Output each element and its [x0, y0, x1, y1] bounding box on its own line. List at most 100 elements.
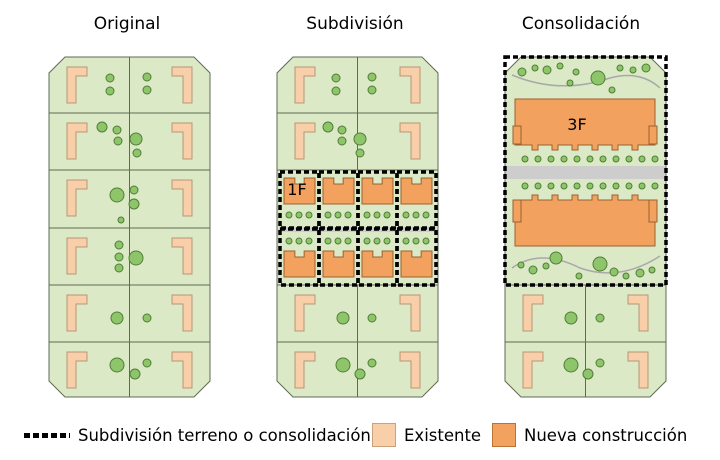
tree [336, 311, 350, 325]
new-building-wing [512, 199, 522, 223]
tree [335, 357, 351, 373]
tree [573, 182, 581, 190]
tree [334, 211, 342, 219]
tree [324, 237, 332, 245]
existing-house [171, 179, 193, 217]
tree [363, 211, 371, 219]
tree [531, 64, 539, 72]
tree [322, 121, 334, 133]
tree [109, 187, 125, 203]
tree [586, 182, 594, 190]
tree [295, 211, 303, 219]
tree [128, 250, 144, 266]
title-original: Original [93, 14, 161, 34]
tree [142, 358, 152, 368]
tree [575, 272, 583, 280]
new-building [322, 250, 355, 278]
tree [521, 182, 529, 190]
tree [412, 211, 420, 219]
tree [367, 72, 377, 82]
tree [383, 211, 391, 219]
existing-house [522, 351, 544, 389]
existing-house [294, 294, 316, 332]
tree [373, 237, 381, 245]
tree [625, 155, 633, 163]
tree [128, 198, 140, 210]
tree [641, 63, 651, 73]
tree [285, 211, 293, 219]
path-line [511, 74, 661, 89]
tree [117, 216, 125, 224]
new-building [400, 250, 433, 278]
existing-house [171, 66, 193, 104]
tree [422, 237, 430, 245]
legend-existing: Existente [372, 423, 481, 447]
existing-house [399, 351, 421, 389]
tree [114, 263, 124, 273]
tree [534, 182, 542, 190]
tree [573, 155, 581, 163]
tree [412, 237, 420, 245]
tree [560, 155, 568, 163]
tree [142, 72, 152, 82]
existing-house [294, 351, 316, 389]
legend-boundary-label: Subdivisión terreno o consolidación [78, 425, 371, 445]
tree [612, 182, 620, 190]
tree [331, 86, 341, 96]
tree [96, 121, 108, 133]
existing-house [171, 294, 193, 332]
label-1f: 1F [287, 180, 306, 199]
new-construction-swatch [492, 423, 516, 447]
tree [563, 357, 579, 373]
tree [112, 125, 122, 135]
tree [367, 313, 377, 323]
tree [549, 251, 563, 265]
tree [638, 182, 646, 190]
existing-house [66, 294, 88, 332]
tree [285, 237, 293, 245]
tree [402, 237, 410, 245]
tree [337, 125, 347, 135]
tree [363, 237, 371, 245]
new-building [283, 250, 316, 278]
tree [354, 368, 366, 380]
tree [599, 182, 607, 190]
road-strip [506, 166, 665, 179]
tree [373, 211, 381, 219]
tree [625, 182, 633, 190]
tree [324, 211, 332, 219]
tree [305, 237, 313, 245]
new-building [322, 177, 355, 205]
existing-house [66, 237, 88, 275]
existing-house [294, 66, 316, 104]
path-line [511, 255, 661, 274]
tree [648, 266, 656, 274]
tree [547, 182, 555, 190]
tree [113, 136, 123, 146]
new-building-wing [512, 125, 522, 145]
tree [110, 311, 124, 325]
existing-house [627, 294, 649, 332]
title-consolidation: Consolidación [521, 14, 641, 34]
existing-house [66, 351, 88, 389]
tree [129, 132, 143, 146]
tree [586, 155, 594, 163]
tree [616, 64, 624, 72]
legend-new: Nueva construcción [492, 423, 688, 447]
new-building [361, 177, 394, 205]
tree [129, 185, 139, 195]
legend-new-label: Nueva construcción [524, 425, 688, 445]
tree [609, 267, 619, 277]
new-building-wing [648, 125, 658, 145]
new-building [400, 177, 433, 205]
tree [367, 358, 377, 368]
tree [132, 148, 142, 158]
tree [517, 67, 527, 77]
title-subdivision: Subdivisión [306, 14, 404, 34]
boundary-dashed [503, 55, 668, 287]
tree [521, 155, 529, 163]
tree [651, 155, 659, 163]
tree [295, 237, 303, 245]
tree [582, 368, 594, 380]
